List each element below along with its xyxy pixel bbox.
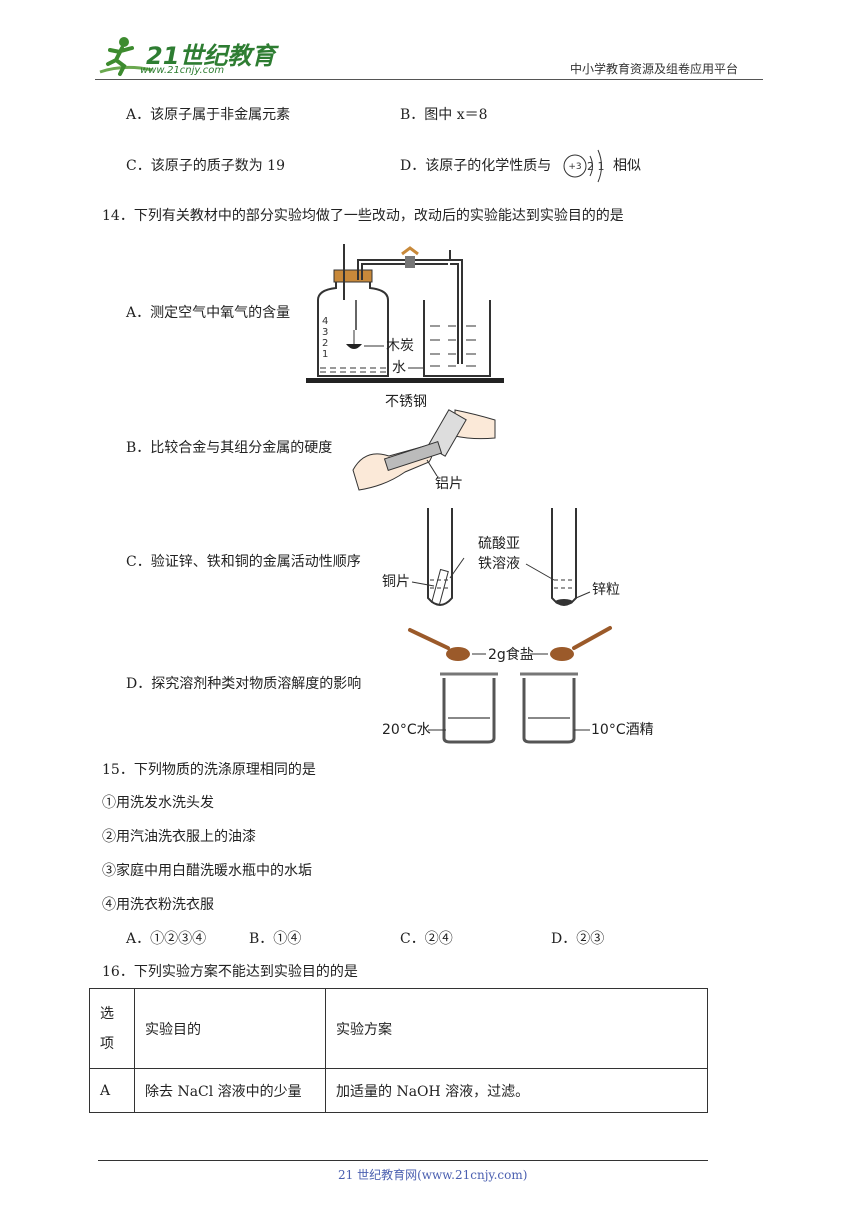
header-divider	[95, 79, 763, 80]
label-salt: 2g食盐	[488, 646, 534, 663]
q15-option-c: C．②④	[400, 931, 453, 947]
figure-a-oxygen-apparatus: 4 3 2 1 木炭 水	[300, 240, 510, 385]
table-header-row: 选项 实验目的 实验方案	[89, 988, 708, 1069]
q13-option-d-prefix: D．该原子的化学性质与	[400, 158, 552, 174]
atom-shells-label: 2 1	[587, 160, 605, 173]
q15-item-3: ③家庭中用白醋洗暖水瓶中的水垢	[102, 863, 312, 879]
bottle-mark-3: 3	[322, 327, 328, 338]
q14-stem: 14．下列有关教材中的部分实验均做了一些改动，改动后的实验能达到实验目的的是	[102, 208, 624, 224]
logo-url: www.21cnjy.com	[140, 65, 225, 76]
label-zinc: 锌粒	[592, 582, 620, 598]
table-row: A 除去 NaCl 溶液中的少量 加适量的 NaOH 溶液，过滤。	[89, 1068, 708, 1113]
table-cell-plan: 加适量的 NaOH 溶液，过滤。	[325, 1068, 708, 1113]
label-charcoal: 木炭	[386, 338, 414, 354]
q15-option-a: A．①②③④	[126, 931, 207, 947]
label-solution-line2: 铁溶液	[478, 556, 520, 572]
bottle-mark-2: 2	[322, 338, 328, 349]
runner-logo-icon	[99, 37, 153, 76]
q15-option-d: D．②③	[551, 931, 605, 947]
q13-option-d-suffix: 相似	[613, 158, 641, 174]
q16-table: 选项 实验目的 实验方案 A 除去 NaCl 溶液中的少量 加适量的 NaOH …	[89, 988, 708, 1113]
bottle-mark-4: 4	[322, 316, 328, 327]
label-solution-line1: 硫酸亚	[478, 536, 520, 552]
label-water: 水	[392, 360, 406, 376]
figure-b-hardness-test: 不锈钢 铝片	[345, 390, 505, 500]
q15-item-1: ①用洗发水洗头发	[102, 795, 214, 811]
table-header-purpose: 实验目的	[134, 988, 326, 1069]
figure-c-metal-activity: 铜片 硫酸亚 铁溶液 锌粒	[378, 502, 638, 617]
site-logo	[94, 34, 264, 80]
label-20c-water: 20°C水	[382, 722, 431, 738]
q15-option-b: B．①④	[249, 931, 302, 947]
q14-option-a: A．测定空气中氧气的含量	[126, 305, 291, 321]
q15-item-2: ②用汽油洗衣服上的油漆	[102, 829, 256, 845]
logo-title: 21世纪教育	[146, 42, 276, 70]
footer-text: 21 世纪教育网(www.21cnjy.com)	[338, 1168, 528, 1182]
atom-structure-diagram: +3 2 1	[560, 144, 610, 188]
table-cell-option: A	[89, 1068, 135, 1113]
q16-stem: 16．下列实验方案不能达到实验目的的是	[102, 964, 358, 980]
label-10c-alcohol: 10°C酒精	[591, 722, 654, 738]
header-platform-text: 中小学教育资源及组卷应用平台	[570, 62, 739, 76]
table-header-option: 选项	[89, 988, 135, 1069]
q13-option-d: D．该原子的化学性质与	[400, 157, 551, 175]
label-copper: 铜片	[382, 574, 410, 590]
q13-option-c: C．该原子的质子数为 19	[126, 158, 285, 174]
table-cell-purpose: 除去 NaCl 溶液中的少量	[134, 1068, 326, 1113]
q13-option-b: B．图中 x＝8	[400, 107, 488, 123]
q14-option-d: D．探究溶剂种类对物质溶解度的影响	[126, 676, 362, 692]
atom-nucleus-label: +3	[568, 162, 581, 172]
label-stainless-steel: 不锈钢	[385, 394, 427, 410]
table-header-plan: 实验方案	[325, 988, 708, 1069]
bottle-mark-1: 1	[322, 349, 328, 360]
q15-stem: 15．下列物质的洗涤原理相同的是	[102, 762, 316, 778]
q14-option-b: B．比较合金与其组分金属的硬度	[126, 440, 333, 456]
label-aluminum: 铝片	[435, 476, 463, 492]
q13-option-a: A．该原子属于非金属元素	[126, 107, 291, 123]
figure-d-solubility: 2g食盐 20°C水 10°C酒精	[378, 618, 663, 746]
q14-option-c: C．验证锌、铁和铜的金属活动性顺序	[126, 554, 361, 570]
footer-divider	[98, 1160, 708, 1161]
q15-item-4: ④用洗衣粉洗衣服	[102, 897, 214, 913]
